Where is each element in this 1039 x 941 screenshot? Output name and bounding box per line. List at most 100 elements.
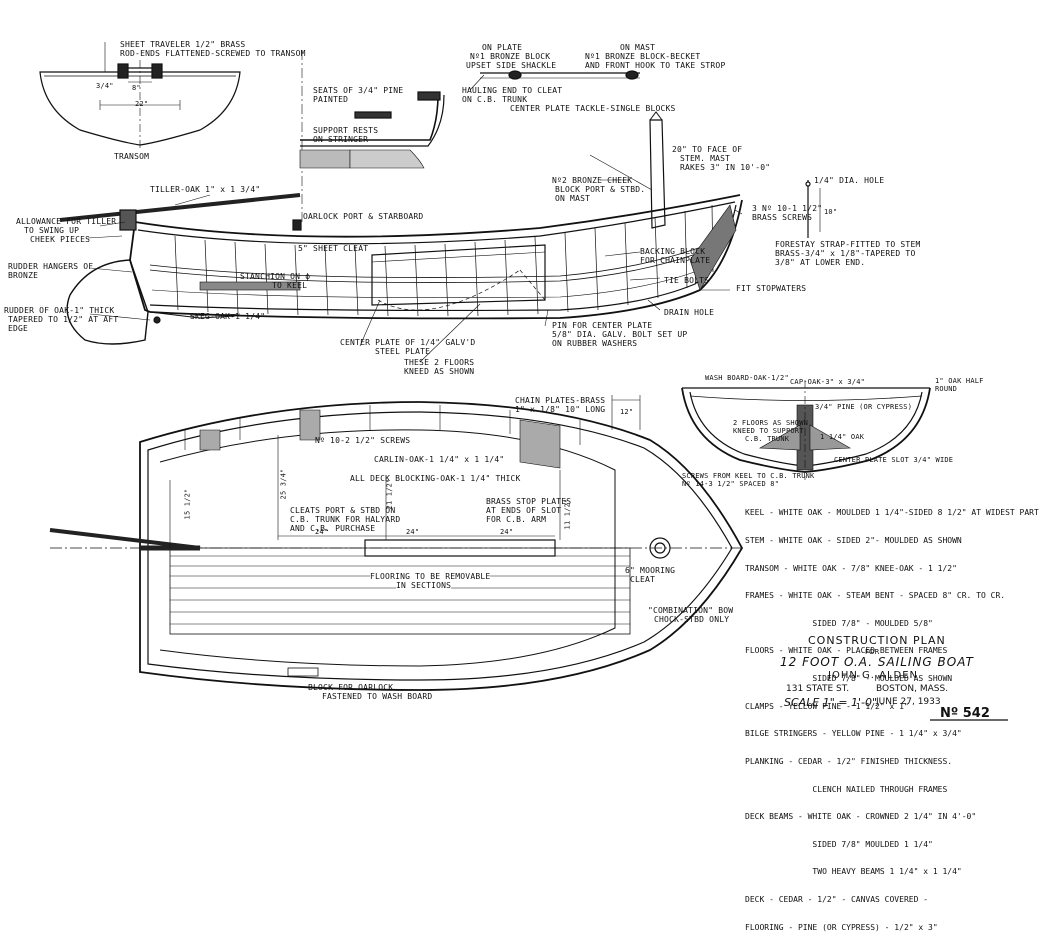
city-label: BOSTON, MASS. <box>876 684 949 694</box>
oarlock-block-label-2: FASTENED TO WASH BOARD <box>322 692 433 701</box>
dim-25-label: 25 3/4" <box>279 468 288 500</box>
cheek-label: CHEEK PIECES <box>30 235 91 244</box>
rudder-hangers-label: RUDDER HANGERS OF <box>8 262 94 271</box>
pine-label: 3/4" PINE (OR CYPRESS) <box>815 403 913 411</box>
tackle-label: CENTER PLATE TACKLE-SINGLE BLOCKS <box>510 104 676 113</box>
on-mast-label-2: Nº1 BRONZE BLOCK-BECKET <box>585 52 701 61</box>
slot-label: CENTER PLATE SLOT 3/4" WIDE <box>834 456 954 464</box>
construction-plan-sheet: SHEET TRAVELER 1/2" BRASS ROD-ENDS FLATT… <box>4 40 1039 932</box>
transom-view <box>39 42 241 150</box>
center-plate-label-2: STEEL PLATE <box>375 347 431 356</box>
spec-line: TRANSOM - WHITE OAK - 7/8" KNEE-OAK - 1 … <box>745 563 957 573</box>
two-floors-label-2: KNEED TO SUPPORT <box>733 427 804 435</box>
allowance-label-2: TO SWING UP <box>24 226 80 235</box>
dim-24b-label: 24" <box>406 528 420 536</box>
spec-line: FRAMES - WHITE OAK - STEAM BENT - SPACED… <box>745 591 1006 601</box>
rudder-label: RUDDER OF OAK-1" THICK <box>4 306 115 315</box>
cleats-label: CLEATS PORT & STBD ON <box>290 506 396 515</box>
bow-chock-label-2: CHOCK-STBD ONLY <box>654 615 730 624</box>
screws-label-2: BRASS SCREWS <box>752 213 813 222</box>
screws-keel-label-2: Nº 14-3 1/2" SPACED 8" <box>682 480 780 488</box>
allowance-label: ALLOWANCE FOR TILLER <box>16 217 117 226</box>
half-round-label: 1" OAK HALF <box>935 377 984 385</box>
floors-label-2: KNEED AS SHOWN <box>404 367 475 376</box>
pin-label-2: 5/8" DIA. GALV. BOLT SET UP <box>552 330 688 339</box>
drawing-number: Nº 542 <box>940 706 990 721</box>
spec-line: TWO HEAVY BEAMS 1 1/4" x 1 1/4" <box>745 867 962 877</box>
on-mast-label: ON MAST <box>620 43 656 52</box>
center-plate-label: CENTER PLATE OF 1/4" GALV'D <box>340 338 476 347</box>
flooring-label: FLOORING TO BE REMOVABLE <box>370 572 491 581</box>
specifications-list: KEEL - WHITE OAK - MOULDED 1 1/4"-SIDED … <box>745 490 1039 941</box>
on-plate-label-2: Nº1 BRONZE BLOCK <box>470 52 551 61</box>
spec-line: SIDED 7/8" - MOULDED AS SHOWN <box>745 674 953 684</box>
brass-stop-label-3: FOR C.B. ARM <box>486 515 547 524</box>
screws-keel-label: SCREWS FROM KEEL TO C.B. TRUNK <box>682 472 815 480</box>
date-label: JUNE 27, 1933 <box>876 697 941 707</box>
title-line-2: FOR <box>865 648 880 656</box>
two-floors-label: 2 FLOORS AS SHOWN <box>733 419 809 427</box>
support-label: SUPPORT RESTS <box>313 126 379 135</box>
traveler-label-2: ROD-ENDS FLATTENED-SCREWED TO TRANSOM <box>120 49 306 58</box>
dim-12-label: 12" <box>620 408 634 416</box>
stem-face-label: 20" TO FACE OF <box>672 145 743 154</box>
carlin-label: CARLIN-OAK-1 1/4" x 1 1/4" <box>374 455 505 464</box>
dim-21-label: 21 1/2" <box>385 478 394 510</box>
rudder-label-3: EDGE <box>8 324 29 333</box>
sheet-cleat-label: 5" SHEET CLEAT <box>298 244 369 253</box>
spec-line: BILGE STRINGERS - YELLOW PINE - 1 1/4" x… <box>745 729 962 739</box>
traveler-label: SHEET TRAVELER 1/2" BRASS <box>120 40 246 49</box>
address-label: 131 STATE ST. <box>786 684 850 694</box>
spec-line: DECK - CEDAR - 1/2" - CANVAS COVERED - <box>745 894 929 904</box>
mooring-label: 6" MOORING <box>625 566 676 575</box>
dim-15-label: 15 1/2" <box>183 488 192 520</box>
blocking-label: ALL DECK BLOCKING-OAK-1 1/4" THICK <box>350 474 521 483</box>
profile-view <box>59 111 821 363</box>
bow-chock-label: "COMBINATION" BOW <box>648 606 734 615</box>
on-plate-label-3: UPSET SIDE SHACKLE <box>466 61 557 70</box>
hauling-label: HAULING END TO CLEAT <box>462 86 563 95</box>
rudder-hangers-label-2: BRONZE <box>8 271 39 280</box>
half-round-label-2: ROUND <box>935 385 958 393</box>
stopwaters-label: FIT STOPWATERS <box>736 284 807 293</box>
forestay-label-3: 3/8" AT LOWER END. <box>775 258 866 267</box>
spec-line: SIDED 7/8" MOULDED 1 1/4" <box>745 839 933 849</box>
stem-face-label-2: STEM. MAST <box>680 154 731 163</box>
cap-label: CAP-OAK-3" x 3/4" <box>790 378 866 386</box>
transom-dim-22: 22" <box>135 100 149 108</box>
stanchion-label-2: TO KEEL <box>272 281 308 290</box>
scale-label: SCALE 1" = 1'-0" <box>784 696 878 709</box>
chain-plates-label-2: 1" x 1/8" 10" LONG <box>515 405 606 414</box>
title-line-3: 12 FOOT O.A. SAILING BOAT <box>780 655 974 669</box>
tie-bolts-label: TIE BOLTS <box>664 276 710 285</box>
chain-plates-label: CHAIN PLATES-BRASS <box>515 396 606 405</box>
spec-line: FLOORING - PINE (OR CYPRESS) - 1/2" x 3" <box>745 922 938 932</box>
spec-line: DECK BEAMS - WHITE OAK - CROWNED 2 1/4" … <box>745 812 977 822</box>
dim-10-label: 10" <box>824 208 838 216</box>
stanchion-label: STANCHION ON ϕ <box>240 272 311 281</box>
spec-line: KEEL - WHITE OAK - MOULDED 1 1/4"-SIDED … <box>745 508 1039 518</box>
dim-24c-label: 24" <box>500 528 514 536</box>
on-plate-label: ON PLATE <box>482 43 523 52</box>
spec-line: CLENCH NAILED THROUGH FRAMES <box>745 784 948 794</box>
support-label-2: ON STRINGER <box>313 135 369 144</box>
cheek-block-label-2: BLOCK PORT & STBD. <box>555 185 646 194</box>
spec-line: SIDED 7/8" - MOULDED 5/8" <box>745 618 933 628</box>
stem-face-label-3: RAKES 3" IN 10'-0" <box>680 163 771 172</box>
dia-hole-label: 1/4" DIA. HOLE <box>814 176 885 185</box>
transom-title: TRANSOM <box>114 152 150 161</box>
spec-line: CLAMPS - YELLOW PINE - 1 1/2" x 1" <box>745 701 909 711</box>
backing-label-2: FOR CHAINPLATE <box>640 256 711 265</box>
spec-line: STEM - WHITE OAK - SIDED 2"- MOULDED AS … <box>745 536 962 546</box>
spec-line: FLOORS - WHITE OAK - PLACED BETWEEN FRAM… <box>745 646 948 656</box>
dim-24a-label: 24" <box>315 528 329 536</box>
midship-section <box>681 380 931 480</box>
transom-dim-8: 8" <box>132 84 141 92</box>
tiller-label: TILLER-OAK 1" x 1 3/4" <box>150 185 261 194</box>
forestay-label-2: BRASS-3/4" x 1/8"-TAPERED TO <box>775 249 916 258</box>
pin-label-3: ON RUBBER WASHERS <box>552 339 638 348</box>
skeg-label: SKEG-OAK-1 1/4" <box>190 312 266 321</box>
dim-11-label: 11 1/2" <box>563 498 572 530</box>
cheek-block-label-3: ON MAST <box>555 194 591 203</box>
backing-label: BACKING BLOCK <box>640 247 706 256</box>
